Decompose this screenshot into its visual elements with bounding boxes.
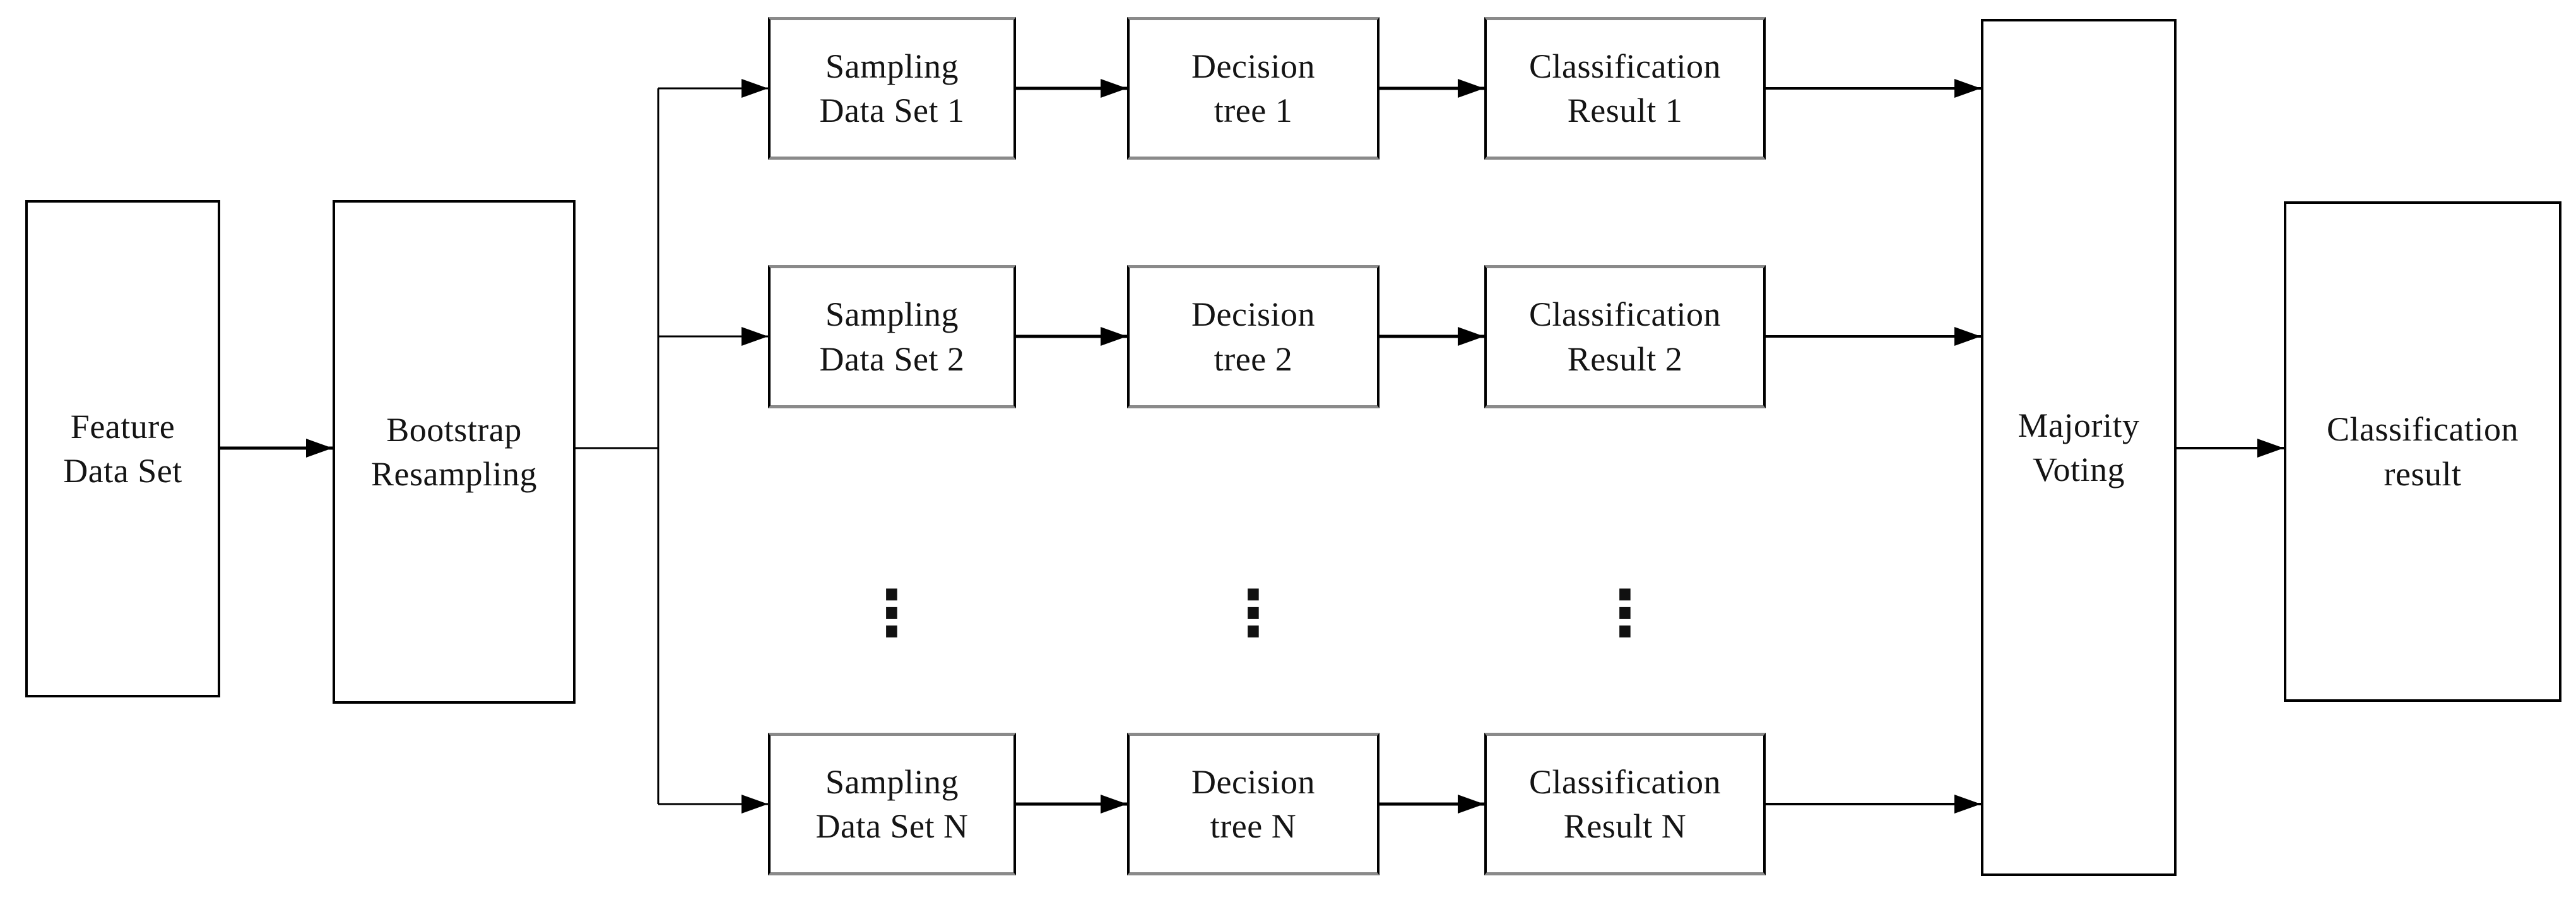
node-classification-result-final-label: Classification result (2327, 410, 2519, 493)
node-result-2-label: Classification Result 2 (1529, 295, 1721, 378)
node-bootstrap-resampling-label: Bootstrap Resampling (371, 410, 537, 493)
node-decision-1-label: Decision tree 1 (1191, 47, 1315, 129)
node-decision-n-label: Decision tree N (1191, 762, 1315, 845)
node-feature-data-set-label: Feature Data Set (63, 407, 182, 490)
node-decision-tree-2: Decision tree 2 (1127, 265, 1380, 408)
node-result-n-label: Classification Result N (1529, 762, 1721, 845)
node-sampling-data-set-2: Sampling Data Set 2 (768, 265, 1016, 408)
node-majority-voting-label: Majority Voting (2018, 406, 2140, 488)
node-classification-result-n: Classification Result N (1484, 733, 1766, 875)
node-sampling-n-label: Sampling Data Set N (815, 762, 969, 845)
vertical-ellipsis-decision: ⋮ (1222, 576, 1285, 650)
node-classification-result-final: Classification result (2284, 201, 2561, 702)
node-feature-data-set: Feature Data Set (25, 200, 220, 697)
node-decision-2-label: Decision tree 2 (1191, 295, 1315, 378)
node-bootstrap-resampling: Bootstrap Resampling (333, 200, 576, 704)
bootstrap-fanout-trunk (576, 88, 659, 804)
node-decision-tree-1: Decision tree 1 (1127, 17, 1380, 160)
node-classification-result-1: Classification Result 1 (1484, 17, 1766, 160)
vertical-ellipsis-sampling: ⋮ (860, 576, 923, 650)
node-sampling-1-label: Sampling Data Set 1 (819, 47, 965, 129)
node-majority-voting: Majority Voting (1981, 19, 2177, 876)
node-sampling-2-label: Sampling Data Set 2 (819, 295, 965, 378)
node-decision-tree-n: Decision tree N (1127, 733, 1380, 875)
node-sampling-data-set-1: Sampling Data Set 1 (768, 17, 1016, 160)
node-result-1-label: Classification Result 1 (1529, 47, 1721, 129)
node-classification-result-2: Classification Result 2 (1484, 265, 1766, 408)
node-sampling-data-set-n: Sampling Data Set N (768, 733, 1016, 875)
vertical-ellipsis-result: ⋮ (1593, 576, 1657, 650)
